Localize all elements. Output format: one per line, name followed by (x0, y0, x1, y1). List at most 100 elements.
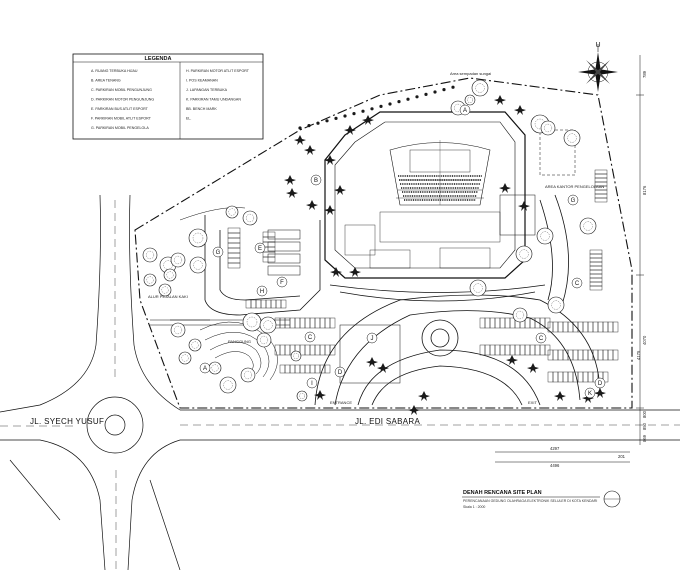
shrub-icon (361, 109, 365, 113)
palm-tree-icon (330, 267, 342, 277)
parking-stall (262, 256, 276, 263)
dim-right-lower: 4175 (636, 350, 641, 360)
street-west-label: JL. SYECH YUSUF (30, 417, 104, 426)
parking-stall (299, 317, 306, 329)
parking-stall (309, 364, 316, 374)
parking-stall (612, 321, 619, 333)
shrub-icon (433, 90, 437, 94)
svg-text:G: G (571, 198, 576, 204)
tree-icon (464, 94, 476, 106)
parking-stall (227, 227, 241, 234)
legend-title: LEGENDA (145, 56, 172, 62)
parking-stall (284, 344, 291, 356)
palm-tree-icon (494, 95, 506, 105)
palm-tree-icon (408, 405, 420, 415)
internal-roads (204, 194, 601, 406)
tree-icon (188, 228, 208, 248)
parking-stall (582, 321, 589, 333)
parking-stall (304, 364, 311, 374)
palm-tree-icon (324, 205, 336, 215)
svg-text:J: J (371, 336, 374, 342)
parking-stall (577, 371, 584, 383)
palm-tree-icon (514, 105, 526, 115)
parking-stall (557, 321, 564, 333)
palm-tree-icon (377, 363, 389, 373)
dim-bottom-2: 4496 (550, 463, 560, 468)
entrance-label: ENTRANCE (330, 400, 352, 405)
main-building (324, 111, 526, 279)
parking-stall (509, 344, 516, 356)
shrub-icon (343, 114, 347, 118)
palm-tree-icon (518, 201, 530, 211)
palm-tree-icon (527, 363, 539, 373)
parking-stall (547, 371, 554, 383)
palm-tree-icon (306, 200, 318, 210)
parking-stall (567, 321, 574, 333)
tree-icon (515, 245, 533, 263)
parking-stall (260, 299, 267, 309)
parking-stall (262, 251, 276, 258)
parking-stall (552, 371, 559, 383)
svg-text:F: F (280, 280, 284, 286)
svg-text:C: C (539, 336, 544, 342)
shrub-icon (424, 92, 428, 96)
parking-stall (594, 189, 608, 195)
parking-stall (299, 344, 306, 356)
shrub-icon (370, 107, 374, 111)
parking-stall (504, 317, 511, 329)
parking-stall (275, 299, 282, 309)
parking-stall (227, 242, 241, 249)
tree-icon (290, 350, 302, 362)
zone-marker: A (459, 104, 471, 116)
parking-stall (499, 344, 506, 356)
dim-right-upper: 8176 (642, 185, 647, 195)
tree-icon (242, 312, 262, 332)
legend-item: A. RUANG TERBUKA HIJAU (91, 69, 138, 73)
parking-stall (324, 317, 331, 329)
parking-stall (597, 349, 604, 361)
shrub-icon (406, 97, 410, 101)
dim-edge-2: 850 (642, 422, 647, 430)
shrub-icon (388, 102, 392, 106)
parking-stall (304, 317, 311, 329)
legend-item: BB. BENCH MARK (186, 107, 217, 111)
svg-text:A: A (463, 108, 467, 114)
parking-stall (270, 299, 277, 309)
tree-icon (178, 351, 192, 365)
shrub-icon (352, 112, 356, 116)
trees (142, 79, 606, 415)
tree-icon (170, 252, 186, 268)
parking-stall (329, 344, 336, 356)
parking-stall (479, 317, 486, 329)
palm-tree-icon (344, 125, 356, 135)
tree-icon (143, 273, 157, 287)
parking-stall (602, 321, 609, 333)
parking-stall (587, 371, 594, 383)
parking-stall (284, 364, 291, 374)
parking-stall (289, 317, 296, 329)
svg-text:I: I (311, 381, 313, 387)
parking-stall (504, 344, 511, 356)
svg-text:B: B (314, 178, 318, 184)
parking-stall (567, 349, 574, 361)
exit-label: EXIT (528, 400, 537, 405)
parking-stall (289, 364, 296, 374)
parking-stall (589, 265, 603, 271)
street-south-label: JL. EDI SABARA (355, 417, 420, 426)
legend-item: F. PARKIRAN MOBIL ATLIT ESPORT (91, 117, 152, 121)
parking-stall (589, 249, 603, 255)
parking-stall (524, 317, 531, 329)
parking-stall (309, 317, 316, 329)
bus-bay (267, 253, 301, 264)
parking-stall (227, 232, 241, 239)
tree-icon (240, 367, 256, 383)
tree-icon (579, 217, 597, 235)
legend-item: B. AREA TENANG (91, 79, 121, 83)
zone-marker: A (199, 362, 211, 374)
legend-item: EL. (186, 117, 191, 121)
legend-item: K. PARKIRAN TAMU UNDANGAN (186, 98, 241, 102)
parking-stall (572, 321, 579, 333)
parking-stall (562, 371, 569, 383)
palm-tree-icon (362, 115, 374, 125)
